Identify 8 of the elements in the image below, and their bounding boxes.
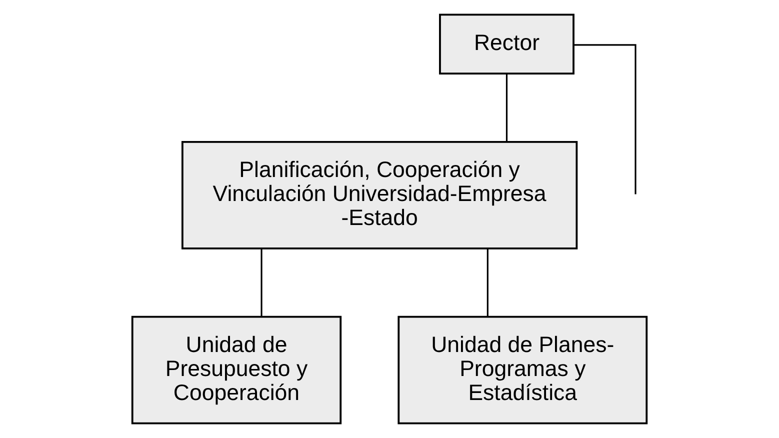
node-box: Rector	[439, 14, 574, 74]
connector	[574, 44, 636, 194]
node-box: Planificación, Cooperación y Vinculación Universidad-Empresa -Estado	[181, 140, 578, 250]
connector	[486, 248, 488, 316]
connector	[506, 74, 508, 142]
node-box: Unidad de Planes- Programas y Estadística	[398, 316, 648, 424]
node-box: Unidad de Presupuesto y Cooperación	[131, 316, 342, 424]
connector	[260, 248, 262, 316]
